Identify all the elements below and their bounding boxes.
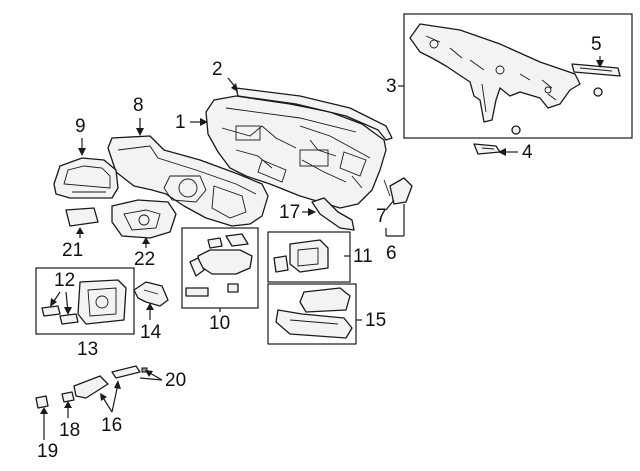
box-center-vent <box>267 231 351 283</box>
callout-5: 5 <box>591 34 602 55</box>
socket-parts <box>35 391 75 409</box>
callout-8: 8 <box>133 95 144 116</box>
callout-7: 7 <box>376 206 387 227</box>
callout-16: 16 <box>101 415 123 436</box>
small-bracket-part <box>473 143 501 155</box>
center-vent-part <box>273 239 329 273</box>
bracket-bar-part <box>571 63 621 97</box>
meter-visor-part <box>53 157 119 199</box>
glove-box-part <box>275 287 353 339</box>
callout-3: 3 <box>386 76 397 97</box>
center-panel-part <box>41 279 127 325</box>
lower-panel-part <box>111 199 177 239</box>
callout-12: 12 <box>54 270 76 291</box>
callout-2: 2 <box>212 59 223 80</box>
callout-18: 18 <box>59 420 81 441</box>
support-beam-part <box>409 23 581 135</box>
box-glove-box <box>267 283 357 345</box>
switch-bezel-part <box>73 365 148 399</box>
duct-set-part <box>185 233 253 297</box>
callout-11: 11 <box>353 246 373 267</box>
callout-20: 20 <box>165 370 187 391</box>
callout-17: 17 <box>279 202 301 223</box>
leader-lines <box>40 56 604 440</box>
callout-19: 19 <box>37 441 59 462</box>
callout-1: 1 <box>175 112 186 133</box>
callout-6: 6 <box>386 243 397 264</box>
callout-22: 22 <box>134 249 156 270</box>
callout-13: 13 <box>77 339 99 360</box>
callout-21: 21 <box>62 240 84 261</box>
top-moulding-part <box>235 87 393 141</box>
upper-cover-part <box>107 135 269 227</box>
callout-9: 9 <box>75 116 86 137</box>
switch-panel-part <box>65 207 99 227</box>
box-center-panel <box>35 267 135 335</box>
panel-bracket-part <box>133 281 169 307</box>
callout-15: 15 <box>365 310 387 331</box>
callout-4: 4 <box>522 142 533 163</box>
callout-14: 14 <box>140 322 162 343</box>
callout-10: 10 <box>209 313 231 334</box>
side-trim-part <box>311 197 355 231</box>
dashboard-panel-part <box>205 95 387 209</box>
side-vent-part <box>383 177 413 205</box>
box-support-beam <box>403 13 633 139</box>
